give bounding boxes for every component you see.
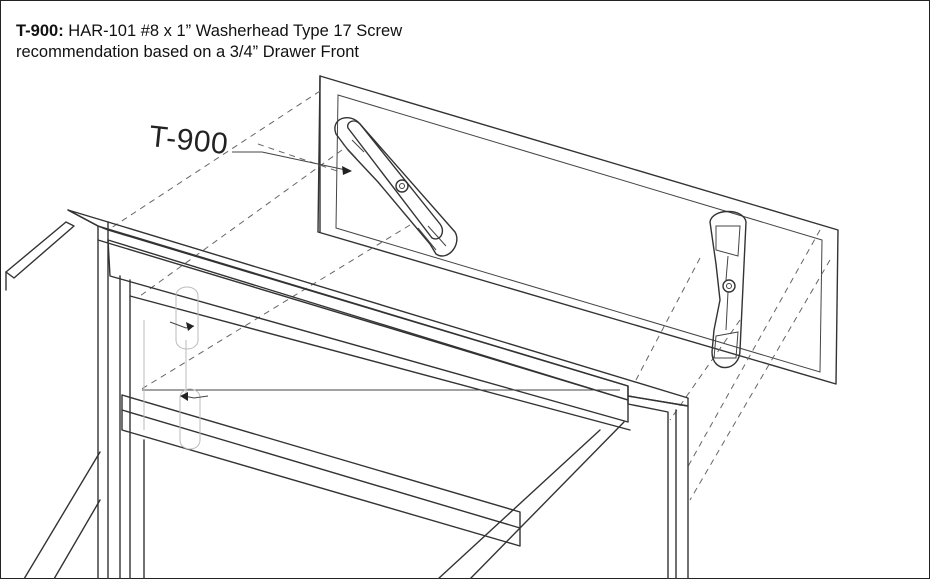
caption-line2-text: recommendation based on a 3/4” Drawer Fr… bbox=[16, 43, 360, 61]
bracket-right-icon bbox=[709, 210, 747, 369]
drawer-front-panel bbox=[317, 75, 839, 385]
figure-caption: T-900: HAR-101 #8 x 1” Washerhead Type 1… bbox=[16, 21, 402, 63]
caption-line1-text: HAR-101 #8 x 1” Washerhead Type 17 Screw bbox=[63, 22, 403, 40]
cabinet-face-frame bbox=[5, 209, 689, 579]
callout-leader bbox=[232, 151, 352, 175]
caption-part-code: T-900: bbox=[16, 22, 64, 40]
alignment-guides bbox=[107, 90, 831, 501]
bracket-ghost-outline bbox=[169, 286, 209, 450]
bracket-left-icon bbox=[334, 116, 458, 257]
